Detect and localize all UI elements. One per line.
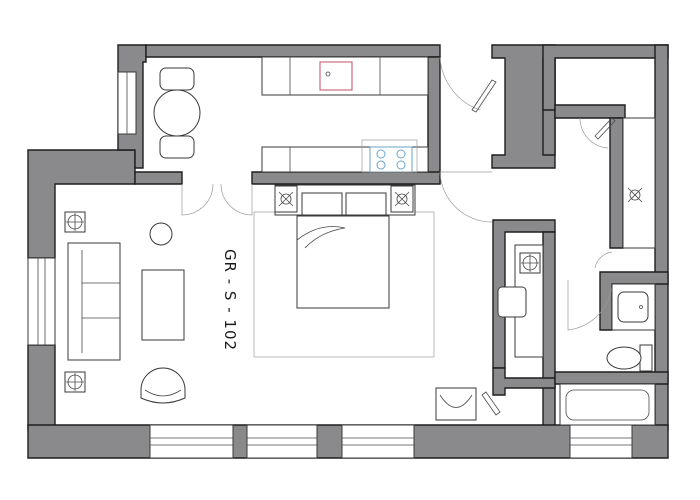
desk-lamp [519,252,541,274]
ceiling-fixture [627,187,643,203]
lamp-table-top [64,211,86,233]
accent-chair [435,387,477,421]
doors [181,56,616,416]
kitchen-sink [319,61,353,91]
desk-chair [497,286,527,318]
unit-label: GR - S - 102 [221,249,239,351]
wall-left-lower [27,344,56,431]
window-living-left [27,257,56,346]
lamp-table-bottom [64,371,86,393]
wall-kitchen-top [145,44,441,58]
wall-left [27,149,136,259]
bedroom [253,184,435,358]
window-bottom-1 [149,424,234,459]
dining-chair-top [159,67,195,91]
pillow-right [345,192,387,216]
door-closet-upper [439,56,481,111]
stovetop [369,146,413,173]
window-bottom-2 [246,424,318,459]
door-kitchen-left [181,183,214,216]
wall-bath-low [554,371,669,385]
wall-closet-middle-right [542,231,556,431]
burner [376,160,386,170]
wall-kitchen-right [427,56,441,184]
burner [396,149,406,159]
window-bottom-bath [569,424,633,459]
kitchen [153,56,429,173]
wall-kitchen-bottom-right [251,171,441,185]
armchair [140,367,186,404]
wall-kitchen-bottom-left [134,171,183,185]
wall-right-upper [542,44,669,111]
dining-chair-bottom [159,135,195,159]
wall-right-inner-strip [609,117,624,249]
side-table [149,222,173,246]
windows [27,71,633,459]
bath-sink [617,291,649,323]
dining-table [153,89,201,137]
burner [396,160,406,170]
burner [376,149,386,159]
living [64,211,544,421]
window-bottom-3 [341,424,415,459]
pillow-left [301,192,343,216]
sofa [67,242,121,361]
bathtub [559,383,656,426]
toilet-tank [639,344,653,372]
door-bath [567,280,613,331]
bed-sheet-fold [296,226,346,249]
bath-closets [559,117,656,426]
coffee-table [141,269,185,341]
door-entry [439,171,493,223]
toilet-bowl [606,346,642,370]
door-kitchen-right [220,183,253,216]
wall-bath-partition [554,104,626,119]
bed [296,215,390,309]
wall-closet-lower [492,367,556,396]
closet-shelf-right [622,117,656,249]
